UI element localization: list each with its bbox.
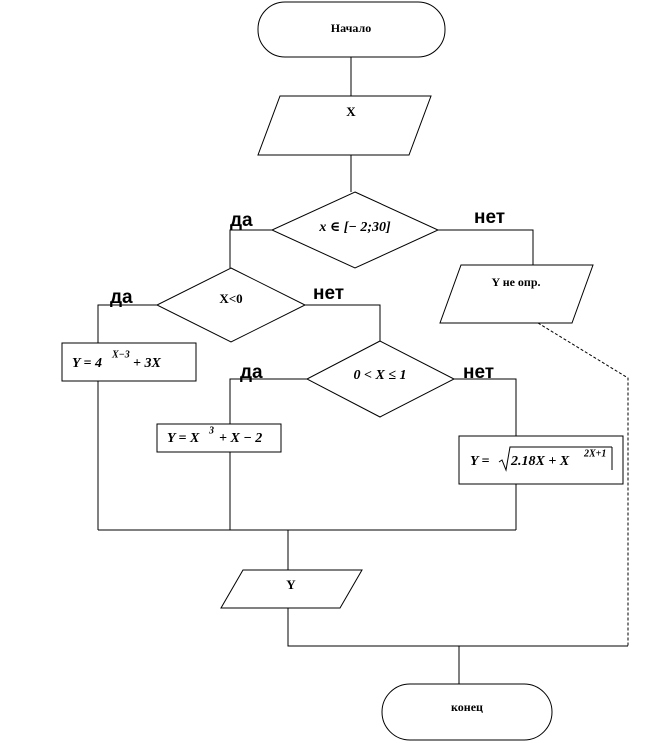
formula2-text: Y = X 3 + X − 2 <box>167 425 262 446</box>
range-yes-label: да <box>230 210 253 231</box>
range-no-label: нет <box>474 207 505 228</box>
formula3-radicand-a: 2.18X + X <box>510 454 570 469</box>
formula3-lhs: Y = <box>470 454 490 469</box>
start-label: Начало <box>331 21 371 35</box>
output-y-label: Y <box>286 577 296 592</box>
input-x-label: X <box>346 104 356 119</box>
formula2-part-b: + X − 2 <box>219 431 262 446</box>
formula3-process <box>458 435 624 485</box>
formula2-part-a: Y = X <box>167 431 200 446</box>
range-decision <box>270 191 440 269</box>
negative-no-label: нет <box>313 283 344 304</box>
mid-range-decision <box>305 340 456 418</box>
formula3-sqrt-sign <box>498 446 612 472</box>
undefined-output-parallelogram <box>439 264 594 324</box>
undefined-output-label: Y не опр. <box>491 275 540 289</box>
formula3-exponent: 2X+1 <box>583 448 606 459</box>
mid-no-label: нет <box>463 362 494 383</box>
formula1-part-a: Y = 4 <box>72 356 102 371</box>
connectors <box>97 57 629 684</box>
formula2-exponent: 3 <box>208 425 214 436</box>
end-terminator <box>381 683 553 741</box>
mid-range-label: 0 < X ≤ 1 <box>354 368 407 383</box>
formula3-text: Y = 2.18X + X 2X+1 <box>470 446 613 472</box>
start-terminator <box>257 1 446 58</box>
formula1-process <box>61 342 197 382</box>
negative-yes-label: да <box>110 287 133 308</box>
negative-label: X<0 <box>219 291 242 306</box>
formula1-part-b: + 3X <box>133 356 161 371</box>
mid-yes-label: да <box>240 362 263 383</box>
output-y-parallelogram <box>220 569 363 609</box>
range-label: x ∈ [− 2;30] <box>318 220 391 235</box>
formula2-process <box>156 423 282 453</box>
formula1-text: Y = 4 X−3 + 3X <box>72 349 161 371</box>
formula1-exponent: X−3 <box>111 349 130 360</box>
negative-decision <box>155 267 307 343</box>
input-x-parallelogram <box>257 95 432 156</box>
end-label: конец <box>451 700 483 714</box>
